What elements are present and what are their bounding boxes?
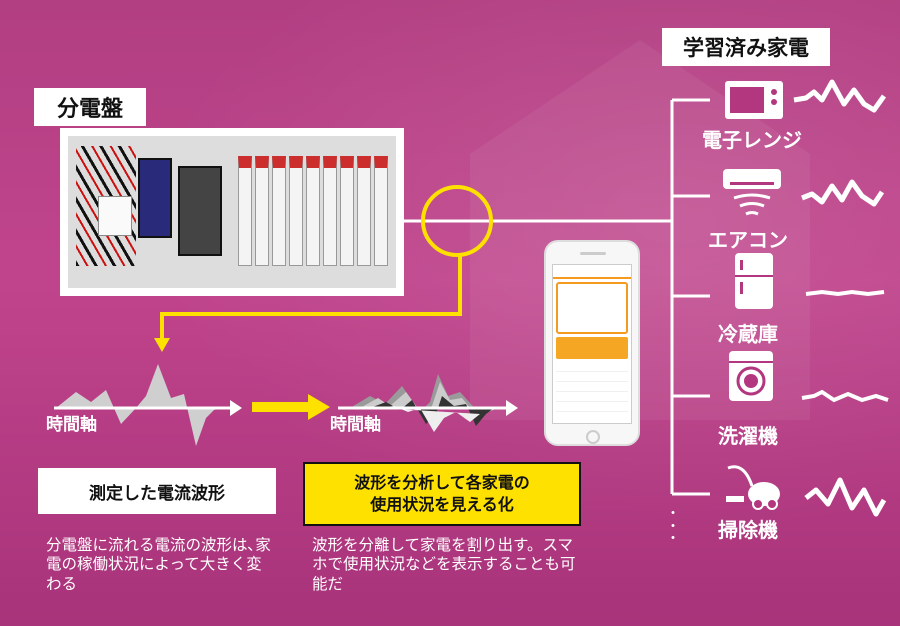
phone-home-button: [586, 430, 600, 444]
appliance-label-air-conditioner: エアコン: [708, 228, 788, 252]
analysis-title-line2: 使用状況を見える化: [370, 495, 514, 514]
distribution-panel-photo: [60, 128, 404, 296]
more-appliances-dots: ・・・: [666, 506, 680, 548]
smartphone-app: [544, 240, 640, 446]
appliance-label-vacuum: 掃除機: [718, 518, 778, 542]
measured-waveform-description: 分電盤に流れる電流の波形は､家電の稼働状況によって大きく変わる: [46, 536, 271, 593]
refrigerator-icon: [735, 253, 773, 309]
analysis-title-line1: 波形を分析して各家電の: [354, 473, 530, 493]
time-axis-label-right: 時間軸: [330, 415, 381, 435]
measurement-point-circle: [421, 185, 493, 257]
phone-screen: [552, 264, 632, 424]
measured-waveform-title: 測定した電流波形: [38, 468, 276, 514]
appliance-label-microwave: 電子レンジ: [702, 128, 802, 152]
analysis-title-box: 波形を分析して各家電の 使用状況を見える化: [303, 462, 581, 526]
appliance-waveforms: [793, 79, 889, 517]
measured-waveform: [54, 364, 242, 446]
phone-speaker: [580, 252, 606, 255]
time-axis-label-left: 時間軸: [46, 415, 97, 435]
appliance-label-washing-machine: 洗濯機: [718, 424, 778, 448]
appliance-label-refrigerator: 冷蔵庫: [718, 322, 778, 346]
separated-waveform: [338, 374, 518, 432]
vacuum-cleaner-icon: [726, 465, 780, 510]
washing-machine-icon: [729, 351, 773, 401]
panel-title: 分電盤: [34, 88, 146, 126]
analysis-description: 波形を分離して家電を割り出す。スマホで使用状況などを表示することも可能だ: [312, 536, 576, 593]
learned-appliances-title: 学習済み家電: [662, 28, 830, 66]
air-conditioner-icon: [723, 169, 781, 216]
microwave-icon: [725, 81, 783, 119]
